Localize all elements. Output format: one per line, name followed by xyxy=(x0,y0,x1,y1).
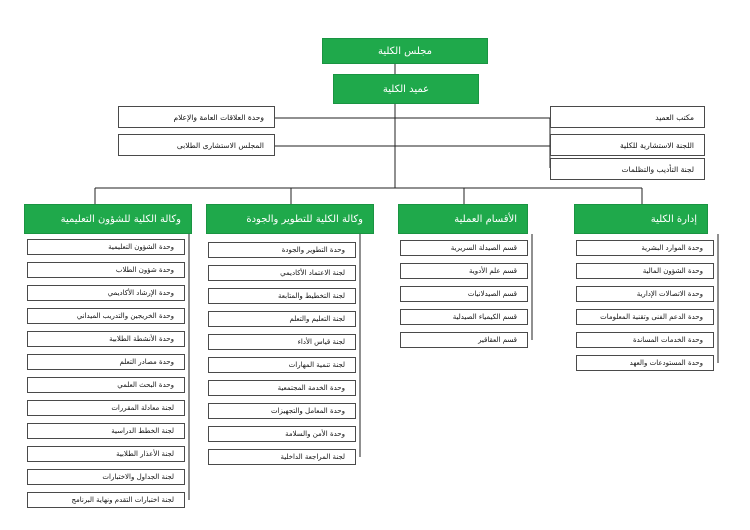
list-item: وحدة مصادر التعلم xyxy=(27,354,185,370)
list-item: وحدة الأمن والسلامة xyxy=(208,426,356,442)
list-item: وحدة الأنشطة الطلابية xyxy=(27,331,185,347)
list-item: لجنة التعليم والتعلم xyxy=(208,311,356,327)
list-item: لجنة الاعتماد الأكاديمي xyxy=(208,265,356,281)
dean-box: عميد الكلية xyxy=(333,74,479,104)
list-item: وحدة الاتصالات الإدارية xyxy=(576,286,714,302)
list-item: وحدة الموارد البشرية xyxy=(576,240,714,256)
column-header-education: وكالة الكلية للشؤون التعليمية xyxy=(24,204,192,234)
list-item: لجنة الجداول والاختبارات xyxy=(27,469,185,485)
list-item: وحدة الخريجين والتدريب الميداني xyxy=(27,308,185,324)
list-item: وحدة شؤون الطلاب xyxy=(27,262,185,278)
column-header-development: وكالة الكلية للتطوير والجودة xyxy=(206,204,374,234)
discipline-committee-label: لجنة التأديب والتظلمات xyxy=(621,164,694,174)
list-item: قسم علم الأدوية xyxy=(400,263,528,279)
list-item: وحدة الخدمة المجتمعية xyxy=(208,380,356,396)
column-header-departments: الأقسام العملية xyxy=(398,204,528,234)
student-advisory-council-box: المجلس الاستشارى الطلابى xyxy=(118,134,275,156)
column-header-departments-label: الأقسام العملية xyxy=(454,213,517,225)
faculty-advisory-committee-label: اللجنة الاستشارية للكلية xyxy=(619,140,694,150)
column-header-development-label: وكالة الكلية للتطوير والجودة xyxy=(246,213,363,225)
list-item: وحدة الشؤون المالية xyxy=(576,263,714,279)
dean-office-label: مكتب العميد xyxy=(655,112,694,122)
list-item: وحدة الشؤون التعليمية xyxy=(27,239,185,255)
list-item: قسم العقاقير xyxy=(400,332,528,348)
dean-office-box: مكتب العميد xyxy=(550,106,705,128)
list-item: لجنة الخطط الدراسية xyxy=(27,423,185,439)
list-item: وحدة المعامل والتجهيزات xyxy=(208,403,356,419)
list-item: لجنة تنمية المهارات xyxy=(208,357,356,373)
public-relations-unit-label: وحدة العلاقات العامة والإعلام xyxy=(173,112,264,122)
faculty-council-label: مجلس الكلية xyxy=(377,45,433,57)
list-item: لجنة اختبارات التقدم ونهاية البرنامج xyxy=(27,492,185,508)
list-item: لجنة التخطيط والمتابعة xyxy=(208,288,356,304)
discipline-committee-box: لجنة التأديب والتظلمات xyxy=(550,158,705,180)
list-item: وحدة الإرشاد الأكاديمي xyxy=(27,285,185,301)
faculty-advisory-committee-box: اللجنة الاستشارية للكلية xyxy=(550,134,705,156)
list-item: وحدة الخدمات المساندة xyxy=(576,332,714,348)
list-item: لجنة معادلة المقررات xyxy=(27,400,185,416)
column-header-education-label: وكالة الكلية للشؤون التعليمية xyxy=(60,213,181,225)
student-advisory-council-label: المجلس الاستشارى الطلابى xyxy=(176,140,264,150)
list-item: لجنة قياس الأداء xyxy=(208,334,356,350)
list-item: وحدة البحث العلمي xyxy=(27,377,185,393)
list-item: وحدة الدعم الفنى وتقنية المعلومات xyxy=(576,309,714,325)
dean-label: عميد الكلية xyxy=(382,83,430,95)
column-header-administration: إدارة الكلية xyxy=(574,204,708,234)
public-relations-unit-box: وحدة العلاقات العامة والإعلام xyxy=(118,106,275,128)
list-item: لجنة المراجعة الداخلية xyxy=(208,449,356,465)
list-item: وحدة التطوير والجودة xyxy=(208,242,356,258)
list-item: لجنة الأعذار الطلابية xyxy=(27,446,185,462)
list-item: قسم الكيمياء الصيدلية xyxy=(400,309,528,325)
list-item: وحدة المستودعات والعهد xyxy=(576,355,714,371)
list-item: قسم الصيدلة السريرية xyxy=(400,240,528,256)
list-item: قسم الصيدلانيات xyxy=(400,286,528,302)
faculty-council-box: مجلس الكلية xyxy=(322,38,488,64)
column-header-administration-label: إدارة الكلية xyxy=(650,213,697,225)
